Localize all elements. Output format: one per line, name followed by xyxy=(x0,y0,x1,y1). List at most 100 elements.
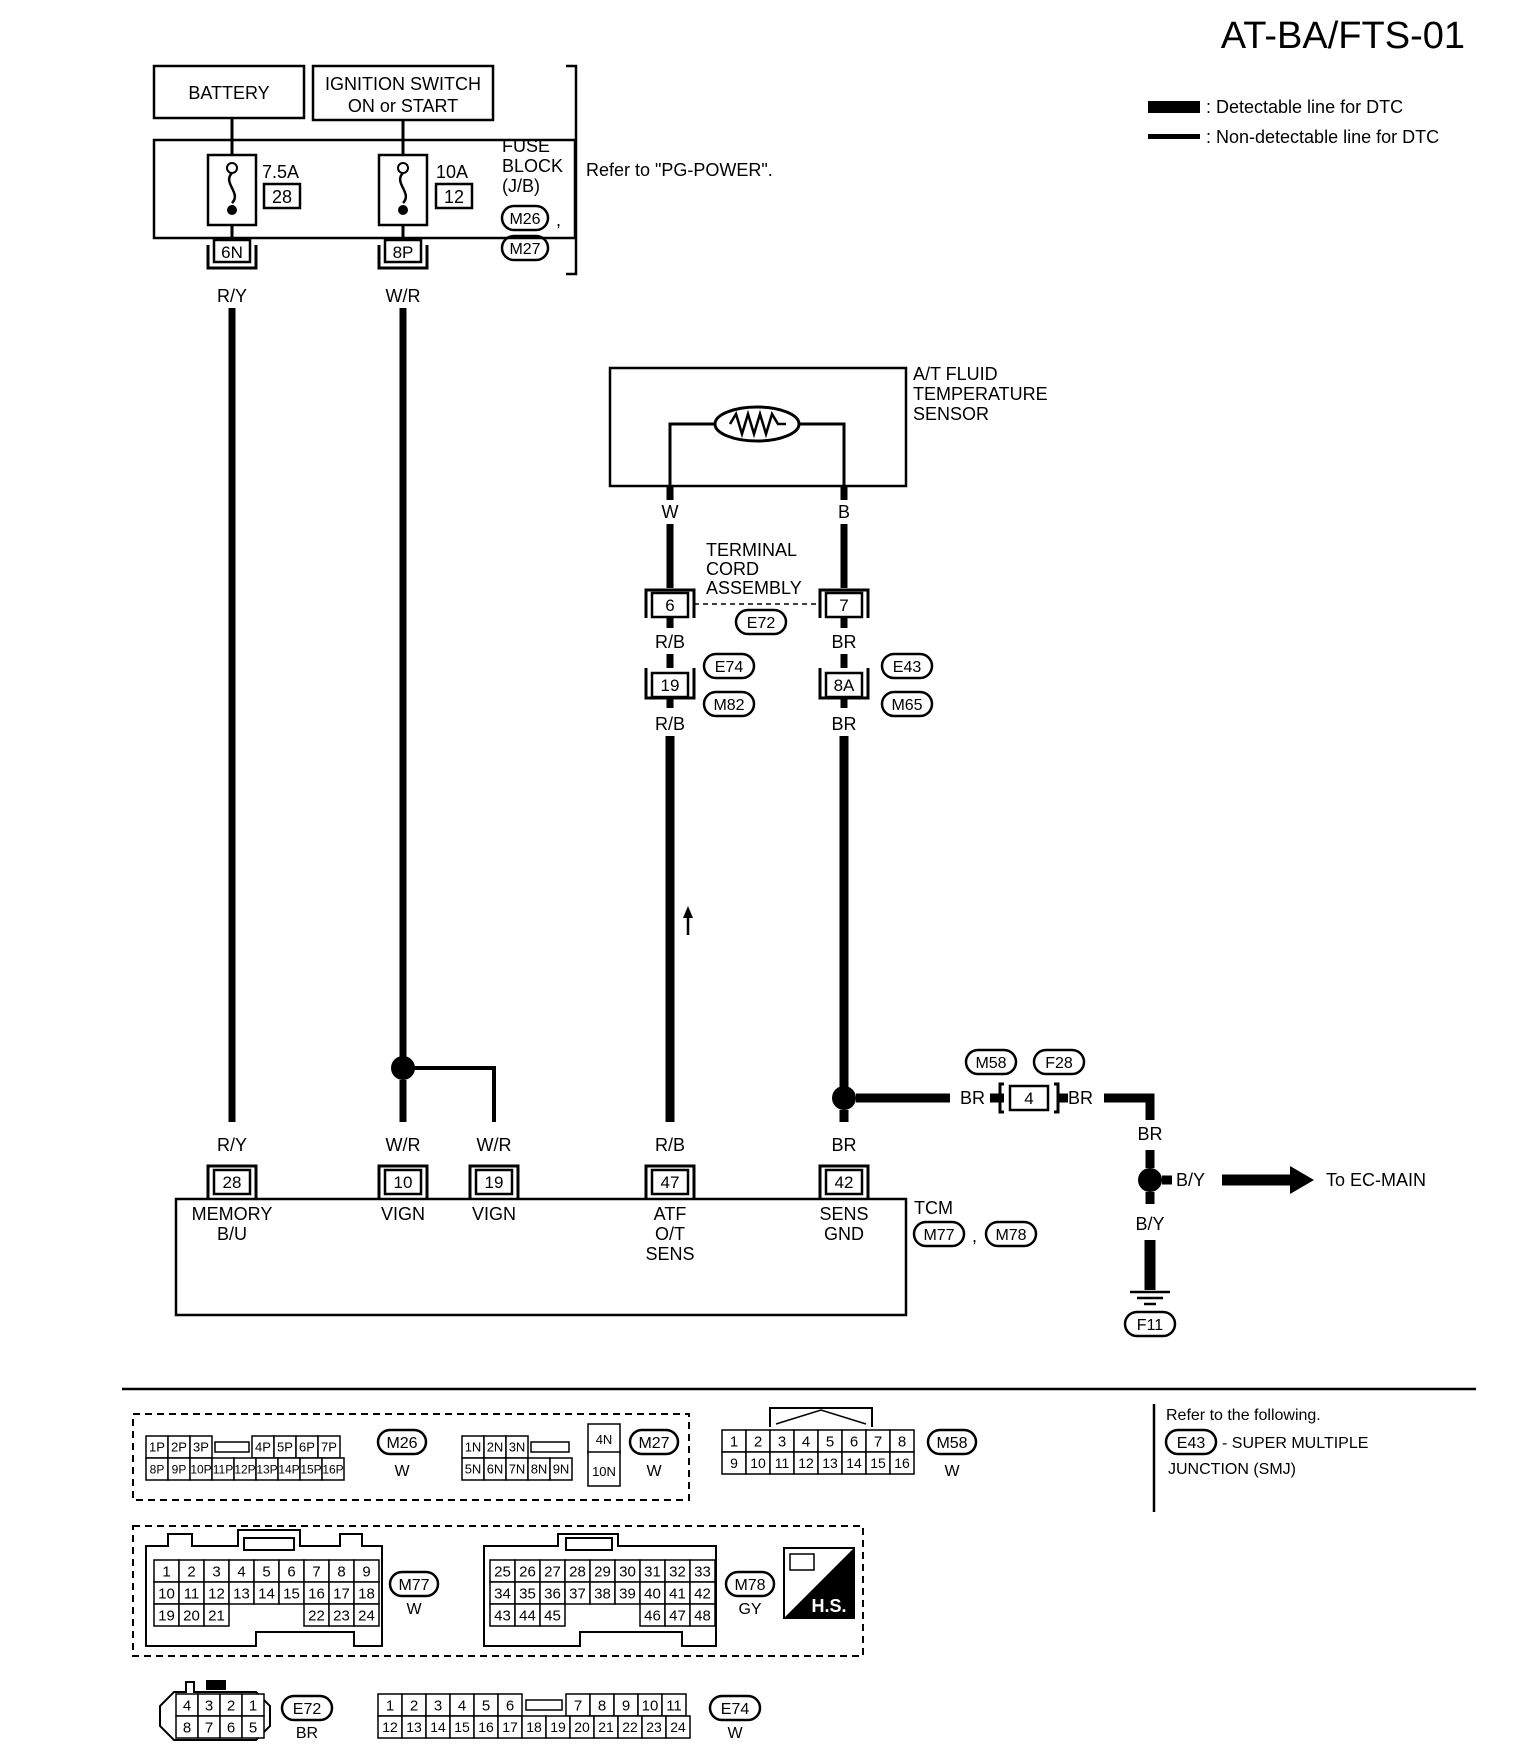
connector-pin-label: 14 xyxy=(258,1585,275,1602)
connector-pin-label: 2 xyxy=(754,1433,762,1450)
wire-b-y: B/Y xyxy=(1135,1214,1164,1234)
svg-text:VIGN: VIGN xyxy=(472,1204,516,1224)
connector-pin-label: 23 xyxy=(333,1607,350,1624)
svg-text:8P: 8P xyxy=(393,243,414,262)
wire-b-y: B/Y xyxy=(1176,1170,1205,1190)
wire-br: BR xyxy=(831,714,856,734)
svg-text:,: , xyxy=(972,1226,977,1246)
connector-pin-label: 10 xyxy=(642,1697,659,1714)
connector-code-m82: M82 xyxy=(702,690,756,718)
connector-19: 19 xyxy=(644,668,696,700)
connector-pin-label: 2 xyxy=(227,1697,235,1714)
svg-text:E43: E43 xyxy=(1177,1435,1206,1452)
connector-pin-label: 17 xyxy=(333,1585,350,1602)
connector-pin-label: 36 xyxy=(544,1585,561,1602)
connector-cell xyxy=(587,1423,621,1455)
ignition-label-2: ON or START xyxy=(348,96,458,116)
connector-code-e74: E74 xyxy=(702,652,756,680)
svg-text:M58: M58 xyxy=(975,1055,1006,1072)
connector-pin-label: 7N xyxy=(509,1462,526,1477)
connector-pin-label: 24 xyxy=(670,1719,686,1735)
connector-pin-label: 2 xyxy=(187,1563,195,1580)
connector-pin-label: 2P xyxy=(171,1440,187,1455)
connector-pin-label: 3P xyxy=(193,1440,209,1455)
connector-pin-label: 7 xyxy=(574,1697,582,1714)
connector-pin-label: 1 xyxy=(162,1563,170,1580)
svg-text:GND: GND xyxy=(824,1224,864,1244)
connector-pin-label: 25 xyxy=(494,1563,511,1580)
wire-r-y: R/Y xyxy=(217,286,247,306)
connector-pin-label: 10 xyxy=(158,1585,175,1602)
svg-text:W/R: W/R xyxy=(477,1135,512,1155)
connector-code-m65: M65 xyxy=(880,690,934,718)
connector-pin-label: 10P xyxy=(190,1462,211,1476)
connector-pin-label: 27 xyxy=(544,1563,561,1580)
connector-pin-label: 33 xyxy=(694,1563,711,1580)
hs-badge: H.S. xyxy=(783,1547,855,1619)
connector-pin-label: 1 xyxy=(386,1697,394,1714)
connector-pin-label: 13 xyxy=(406,1719,422,1735)
connector-pin-label: 12 xyxy=(208,1585,225,1602)
connector-pin-label: 12 xyxy=(382,1719,398,1735)
connector-pin-label: 17 xyxy=(502,1719,518,1735)
tcm-terminal-10: W/R 10 VIGN xyxy=(377,1135,429,1224)
connector-pin-label: 10 xyxy=(750,1455,766,1471)
ignition-label-1: IGNITION SWITCH xyxy=(325,74,481,94)
svg-text:E74: E74 xyxy=(721,1701,750,1718)
connector-pin-label: 6 xyxy=(506,1697,514,1714)
sensor-label-2: TEMPERATURE xyxy=(913,384,1048,404)
connector-code-e72: E72 xyxy=(280,1694,334,1722)
svg-text:R/B: R/B xyxy=(655,1135,685,1155)
connector-pin-label: 1 xyxy=(249,1697,257,1714)
svg-text:28: 28 xyxy=(223,1173,242,1192)
splice xyxy=(1138,1168,1162,1192)
connector-pin-label: 26 xyxy=(519,1563,536,1580)
connector-pin-label: 31 xyxy=(644,1563,661,1580)
connector-pin-label: 22 xyxy=(622,1719,638,1735)
svg-text:VIGN: VIGN xyxy=(381,1204,425,1224)
connector-pin-label: 18 xyxy=(526,1719,542,1735)
arrow-right-icon xyxy=(1290,1166,1314,1194)
svg-text:F11: F11 xyxy=(1137,1317,1163,1334)
connector-pin-label: 14 xyxy=(846,1455,862,1471)
connector-pin-label: 3 xyxy=(205,1697,213,1714)
non-detectable-line-swatch xyxy=(1148,134,1200,139)
tcm-terminal-42: BR 42 SENS GND xyxy=(818,1135,870,1244)
svg-text:M78: M78 xyxy=(734,1577,765,1594)
connector-pin-label: 11 xyxy=(184,1585,200,1602)
to-ec-main: To EC-MAIN xyxy=(1326,1170,1426,1190)
connector-pin-label: 5P xyxy=(277,1440,293,1455)
connector-pin-label: 4 xyxy=(802,1433,810,1450)
connector-pin-label: 24 xyxy=(358,1607,375,1624)
connector-pin-label: 13P xyxy=(256,1462,277,1476)
connector-pin-label: 8 xyxy=(898,1433,906,1450)
connector-pin-label: 39 xyxy=(619,1585,636,1602)
svg-text:R/Y: R/Y xyxy=(217,1135,247,1155)
connector-pin-label: 37 xyxy=(569,1585,586,1602)
svg-text:SENS: SENS xyxy=(819,1204,868,1224)
connector-pin-label: 19 xyxy=(550,1719,566,1735)
terminal-8p: 8P xyxy=(377,238,429,270)
fuse-rating: 10A xyxy=(436,162,468,182)
detectable-line-swatch xyxy=(1148,101,1200,113)
svg-text:4: 4 xyxy=(1024,1089,1033,1108)
terminal-cord-pin-7: 7 xyxy=(818,588,870,619)
connector-pin-label: 10N xyxy=(592,1464,616,1479)
fuse-block-label-2: BLOCK xyxy=(502,156,563,176)
fuse-28: 7.5A 28 xyxy=(206,153,302,227)
connector-pin-label: 13 xyxy=(233,1585,250,1602)
refer-pg-power: Refer to "PG-POWER". xyxy=(586,160,773,180)
connector-code-m78: M78 xyxy=(984,1220,1038,1248)
connector-color: W xyxy=(394,1463,410,1480)
svg-text:M26: M26 xyxy=(509,211,540,228)
connector-pin-label: 3 xyxy=(434,1697,442,1714)
connector-code-m26: M26 xyxy=(500,204,550,232)
connector-pin-label: 40 xyxy=(644,1585,661,1602)
svg-text:M77: M77 xyxy=(923,1227,954,1244)
svg-text:6N: 6N xyxy=(221,243,243,262)
connector-code-m78: M78 xyxy=(724,1570,776,1598)
svg-text:M82: M82 xyxy=(713,697,744,714)
battery-label: BATTERY xyxy=(188,83,269,103)
